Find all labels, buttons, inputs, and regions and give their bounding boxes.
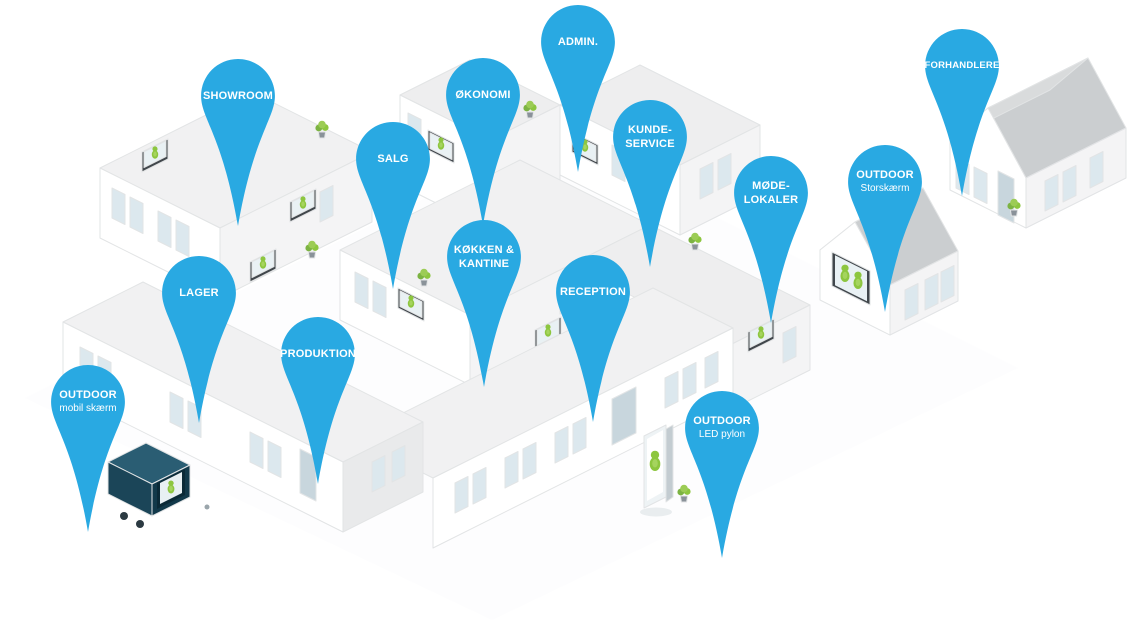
- pin-produktion[interactable]: PRODUKTION: [274, 317, 362, 484]
- pin-kokken-kantine[interactable]: KØKKEN & KANTINE: [440, 220, 528, 387]
- pin-outdoor-storskaerm[interactable]: OUTDOOR Storskærm: [841, 145, 929, 312]
- map-pin-icon: [201, 59, 275, 226]
- pin-reception[interactable]: RECEPTION: [549, 255, 637, 422]
- mascot-icon: [649, 450, 661, 471]
- map-pin-icon: [925, 29, 999, 196]
- pylon-side: [665, 424, 674, 503]
- pin-modelokaler[interactable]: MØDE- LOKALER: [727, 156, 815, 323]
- dealer-house: [949, 57, 1127, 229]
- window: [699, 162, 714, 200]
- tow-hitch: [204, 504, 210, 510]
- map-pin-icon: [734, 156, 808, 323]
- mobile-screen-trailer: [107, 442, 210, 528]
- window: [572, 417, 587, 455]
- window: [319, 185, 334, 223]
- map-pin-icon: [162, 256, 236, 423]
- window: [504, 451, 519, 489]
- window: [782, 326, 797, 364]
- window: [1089, 151, 1104, 189]
- led-pylon: [640, 424, 674, 517]
- window: [704, 351, 719, 389]
- pin-outdoor-mobil[interactable]: OUTDOOR mobil skærm: [44, 365, 132, 532]
- map-pin-icon: [556, 255, 630, 422]
- map-pin-icon: [51, 365, 125, 532]
- window: [454, 476, 469, 514]
- map-pin-icon: [541, 5, 615, 172]
- pin-okonomi[interactable]: ØKONOMI: [439, 58, 527, 225]
- pin-showroom[interactable]: SHOWROOM: [194, 59, 282, 226]
- pin-lager[interactable]: LAGER: [155, 256, 243, 423]
- mascot-icon: [167, 480, 175, 494]
- pin-forhandlere[interactable]: FORHANDLERE: [918, 29, 1006, 196]
- window: [111, 187, 126, 225]
- window: [129, 196, 144, 234]
- pylon-shadow: [640, 507, 672, 517]
- window: [1044, 174, 1059, 212]
- map-pin-icon: [613, 100, 687, 267]
- map-pin-icon: [848, 145, 922, 312]
- pin-kundeservice[interactable]: KUNDE- SERVICE: [606, 100, 694, 267]
- window: [175, 219, 190, 257]
- pin-outdoor-pylon[interactable]: OUTDOOR LED pylon: [678, 391, 766, 558]
- map-pin-icon: [356, 122, 430, 289]
- wheel: [136, 520, 144, 528]
- window: [371, 455, 386, 493]
- window: [391, 445, 406, 483]
- window: [1062, 165, 1077, 203]
- window: [472, 467, 487, 505]
- window: [664, 371, 679, 409]
- map-pin-icon: [281, 317, 355, 484]
- map-pin-icon: [446, 58, 520, 225]
- wheel: [120, 512, 128, 520]
- window: [157, 210, 172, 248]
- map-pin-icon: [685, 391, 759, 558]
- map-pin-icon: [447, 220, 521, 387]
- window: [249, 431, 264, 469]
- tow-bar: [190, 497, 206, 506]
- window: [522, 442, 537, 480]
- window: [554, 426, 569, 464]
- window: [940, 265, 955, 303]
- pin-salg[interactable]: SALG: [349, 122, 437, 289]
